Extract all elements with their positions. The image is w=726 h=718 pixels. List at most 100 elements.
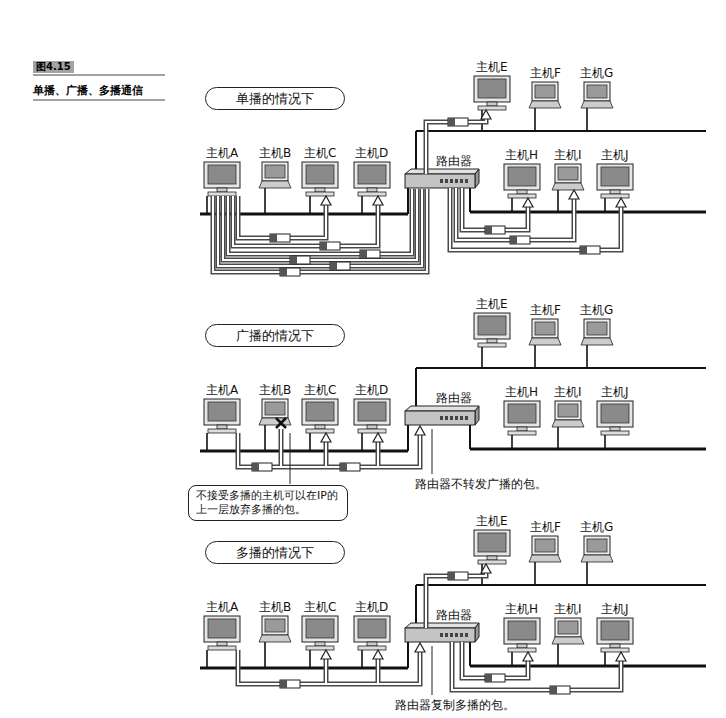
packet — [448, 572, 468, 580]
packet-header — [330, 262, 337, 270]
monitor-stand — [315, 642, 325, 646]
packet — [330, 262, 350, 270]
rule-line — [33, 100, 165, 101]
host-label: 主机F — [530, 303, 561, 317]
monitor-body — [474, 530, 510, 556]
packet — [485, 674, 505, 682]
monitor-screen — [306, 165, 334, 184]
drop-line — [309, 433, 311, 451]
router-body — [405, 628, 475, 642]
laptop-screen — [265, 165, 285, 178]
monitor-base — [306, 192, 334, 196]
drop-line — [361, 650, 363, 668]
laptop-keyboard — [529, 338, 561, 345]
laptop-lid — [584, 82, 610, 101]
drop-line — [534, 562, 536, 585]
router-port — [450, 179, 453, 183]
host-label: 主机I — [554, 602, 582, 616]
host-label: 主机C — [304, 600, 336, 614]
packet — [252, 463, 272, 471]
packet — [510, 236, 530, 244]
monitor-screen — [358, 619, 386, 638]
packet-path-inner — [228, 189, 412, 254]
router-port — [445, 416, 448, 420]
packet — [270, 234, 290, 242]
packet-header — [270, 234, 277, 242]
host-label: 主机D — [355, 146, 388, 160]
laptop-screen — [535, 322, 555, 335]
packet — [580, 246, 600, 254]
figure-number: 图4.15 — [33, 61, 74, 73]
monitor-stand — [517, 427, 527, 431]
packet-header — [252, 463, 259, 471]
figure-title: 单播、广播、多播通信 — [33, 84, 143, 97]
arrowhead — [481, 564, 491, 573]
packet — [280, 680, 300, 688]
monitor-body — [504, 401, 540, 427]
drop-line — [604, 198, 606, 212]
drop-line — [534, 345, 536, 368]
packet-header — [550, 686, 557, 694]
host-label: 主机B — [259, 383, 291, 397]
router-port — [460, 416, 463, 420]
router-port — [455, 416, 458, 420]
host-label: 主机E — [476, 60, 508, 74]
reject-mark — [276, 418, 286, 428]
monitor-base — [208, 192, 236, 196]
host-label: 主机H — [505, 385, 538, 399]
laptop-keyboard — [552, 183, 584, 190]
drop-line — [511, 198, 513, 212]
router-port — [450, 416, 453, 420]
host-label: 主机D — [355, 600, 388, 614]
packet-path — [233, 196, 378, 246]
router-label: 路由器 — [436, 391, 472, 405]
packet-header — [510, 236, 517, 244]
packet-path-inner — [238, 196, 326, 238]
bus-line — [469, 642, 471, 666]
laptop-lid — [555, 401, 581, 420]
router-port — [445, 633, 448, 637]
monitor-stand — [367, 188, 377, 192]
scenario-title: 广播的情况下 — [205, 324, 345, 347]
monitor-body — [504, 164, 540, 190]
packet-path-inner — [462, 188, 528, 230]
monitor-stand — [487, 556, 497, 560]
bus-line — [470, 448, 706, 451]
laptop-screen — [587, 85, 607, 98]
monitor-body — [354, 616, 390, 642]
callout-box: 不接受多播的主机可以在IP的上一层放弃多播的包。 — [188, 485, 348, 521]
laptop-screen — [558, 404, 578, 417]
monitor-base — [601, 648, 629, 652]
drop-line — [361, 433, 363, 451]
host-label: 主机A — [206, 600, 238, 614]
packet-header — [280, 268, 287, 276]
host-label: 主机B — [259, 146, 291, 160]
monitor-body — [597, 618, 633, 644]
host-label: 主机E — [476, 514, 508, 528]
laptop-keyboard — [259, 635, 291, 642]
host-label: 主机B — [259, 600, 291, 614]
packet-path-inner — [462, 642, 528, 678]
bus-line — [415, 585, 417, 628]
packet-header — [340, 463, 347, 471]
packet-path-inner — [218, 189, 422, 266]
monitor-stand — [610, 190, 620, 194]
router-port — [455, 633, 458, 637]
monitor-stand — [367, 425, 377, 429]
scenario-title: 单播的情况下 — [205, 87, 345, 110]
arrowhead — [523, 652, 533, 661]
packet-path-inner — [223, 189, 417, 260]
host-label: 主机D — [355, 383, 388, 397]
packet-path — [213, 189, 427, 272]
laptop-screen — [265, 619, 285, 632]
monitor-stand — [217, 425, 227, 429]
host-label: 主机J — [601, 385, 629, 399]
packet-path — [238, 433, 420, 467]
monitor-screen — [358, 165, 386, 184]
bus-line — [415, 368, 417, 411]
host-label: 主机E — [476, 297, 508, 311]
packet-path-inner — [238, 650, 420, 684]
callout-text: 不接受多播的主机可以在IP的上一层放弃多播的包。 — [196, 489, 340, 517]
router-port — [465, 179, 468, 183]
monitor-body — [474, 313, 510, 339]
